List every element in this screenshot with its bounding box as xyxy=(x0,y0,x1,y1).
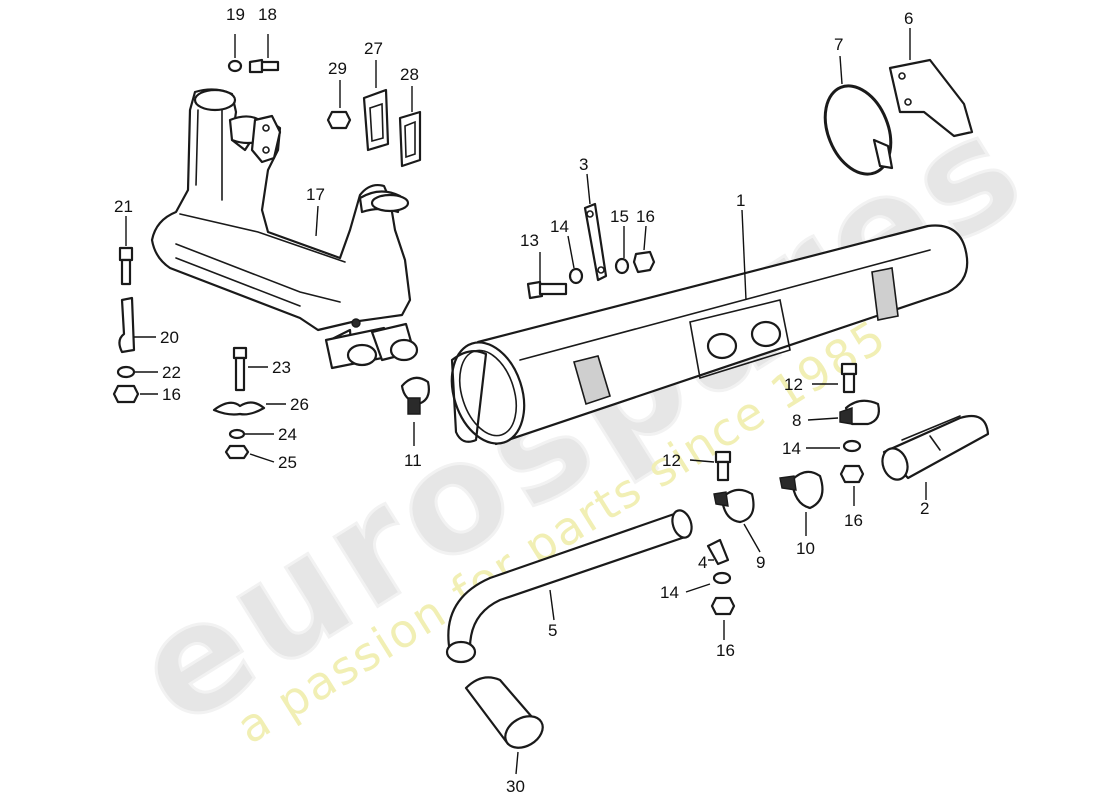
part-4-bracket[interactable] xyxy=(706,538,730,566)
callout-16b: 16 xyxy=(636,207,655,226)
callout-14a: 14 xyxy=(550,217,569,236)
part-27-gasket[interactable] xyxy=(362,88,390,152)
part-13-bolt[interactable] xyxy=(526,280,568,300)
part-21-bolt[interactable] xyxy=(118,246,134,286)
callout-18: 18 xyxy=(258,5,277,24)
part-16-nut-d[interactable] xyxy=(710,596,736,616)
part-30-tailpipe-tip[interactable] xyxy=(464,676,548,754)
callout-11: 11 xyxy=(404,451,422,470)
part-9-clamp[interactable] xyxy=(713,488,755,524)
callout-14b: 14 xyxy=(782,439,801,458)
part-16-nut-c[interactable] xyxy=(839,464,865,484)
part-10-clamp[interactable] xyxy=(779,470,824,510)
callout-16d: 16 xyxy=(716,641,735,660)
callout-16a: 16 xyxy=(162,385,181,404)
callout-16c: 16 xyxy=(844,511,863,530)
part-16-nut-a[interactable] xyxy=(112,384,140,404)
callout-15: 15 xyxy=(610,207,629,226)
part-3-bracket[interactable] xyxy=(583,202,608,282)
callout-2: 2 xyxy=(920,499,929,518)
callout-28: 28 xyxy=(400,65,419,84)
callout-29: 29 xyxy=(328,59,347,78)
callout-24: 24 xyxy=(278,425,297,444)
callout-4: 4 xyxy=(698,553,707,572)
part-25-nut[interactable] xyxy=(224,444,250,460)
part-28-gasket[interactable] xyxy=(398,110,422,168)
part-29-nut[interactable] xyxy=(326,110,352,130)
part-12-bolt-lower[interactable] xyxy=(714,450,732,482)
leader-lines xyxy=(125,28,927,775)
callout-30: 30 xyxy=(506,777,525,796)
part-26-wing-nut[interactable] xyxy=(212,401,266,416)
part-5-exhaust-pipe[interactable] xyxy=(445,508,695,664)
callout-5: 5 xyxy=(548,621,557,640)
callout-26: 26 xyxy=(290,395,309,414)
callout-17: 17 xyxy=(306,185,325,204)
part-14-washer-c[interactable] xyxy=(712,571,732,585)
part-14-washer-a[interactable] xyxy=(568,267,584,285)
part-23-bolt[interactable] xyxy=(232,346,248,392)
callout-14c: 14 xyxy=(660,583,679,602)
part-24-washer[interactable] xyxy=(228,428,246,440)
callout-19: 19 xyxy=(226,5,245,24)
callout-10: 10 xyxy=(796,539,815,558)
callout-3: 3 xyxy=(579,155,588,174)
part-1-muffler[interactable] xyxy=(440,224,969,453)
part-11-clamp[interactable] xyxy=(400,376,430,415)
part-14-washer-b[interactable] xyxy=(842,439,862,453)
callout-7: 7 xyxy=(834,35,843,54)
callout-8: 8 xyxy=(792,411,801,430)
callout-9: 9 xyxy=(756,553,765,572)
part-15-washer[interactable] xyxy=(614,257,630,275)
callout-25: 25 xyxy=(278,453,297,472)
part-12-bolt-upper[interactable] xyxy=(840,362,858,394)
callout-13: 13 xyxy=(520,231,539,250)
callout-labels: 19 18 29 27 28 17 21 20 22 16 23 26 24 2… xyxy=(114,5,929,796)
callout-1: 1 xyxy=(736,191,745,210)
callout-22: 22 xyxy=(162,363,181,382)
callout-12b: 12 xyxy=(662,451,681,470)
part-2-tailpipe-shroud[interactable] xyxy=(878,414,990,483)
part-16-nut-b[interactable] xyxy=(632,250,656,274)
callout-21: 21 xyxy=(114,197,133,216)
part-20-bracket[interactable] xyxy=(118,296,136,354)
callout-27: 27 xyxy=(364,39,383,58)
part-6-bracket-plate[interactable] xyxy=(888,58,974,138)
part-22-washer[interactable] xyxy=(116,365,136,379)
callout-12a: 12 xyxy=(784,375,803,394)
callout-6: 6 xyxy=(904,9,913,28)
part-18-bolt[interactable] xyxy=(248,58,280,74)
part-7-clamp-band[interactable] xyxy=(813,76,903,184)
part-8-clamp[interactable] xyxy=(839,399,880,426)
part-17-heat-exchanger[interactable] xyxy=(150,88,419,370)
callout-20: 20 xyxy=(160,328,179,347)
part-19-washer[interactable] xyxy=(227,59,243,73)
callout-23: 23 xyxy=(272,358,291,377)
